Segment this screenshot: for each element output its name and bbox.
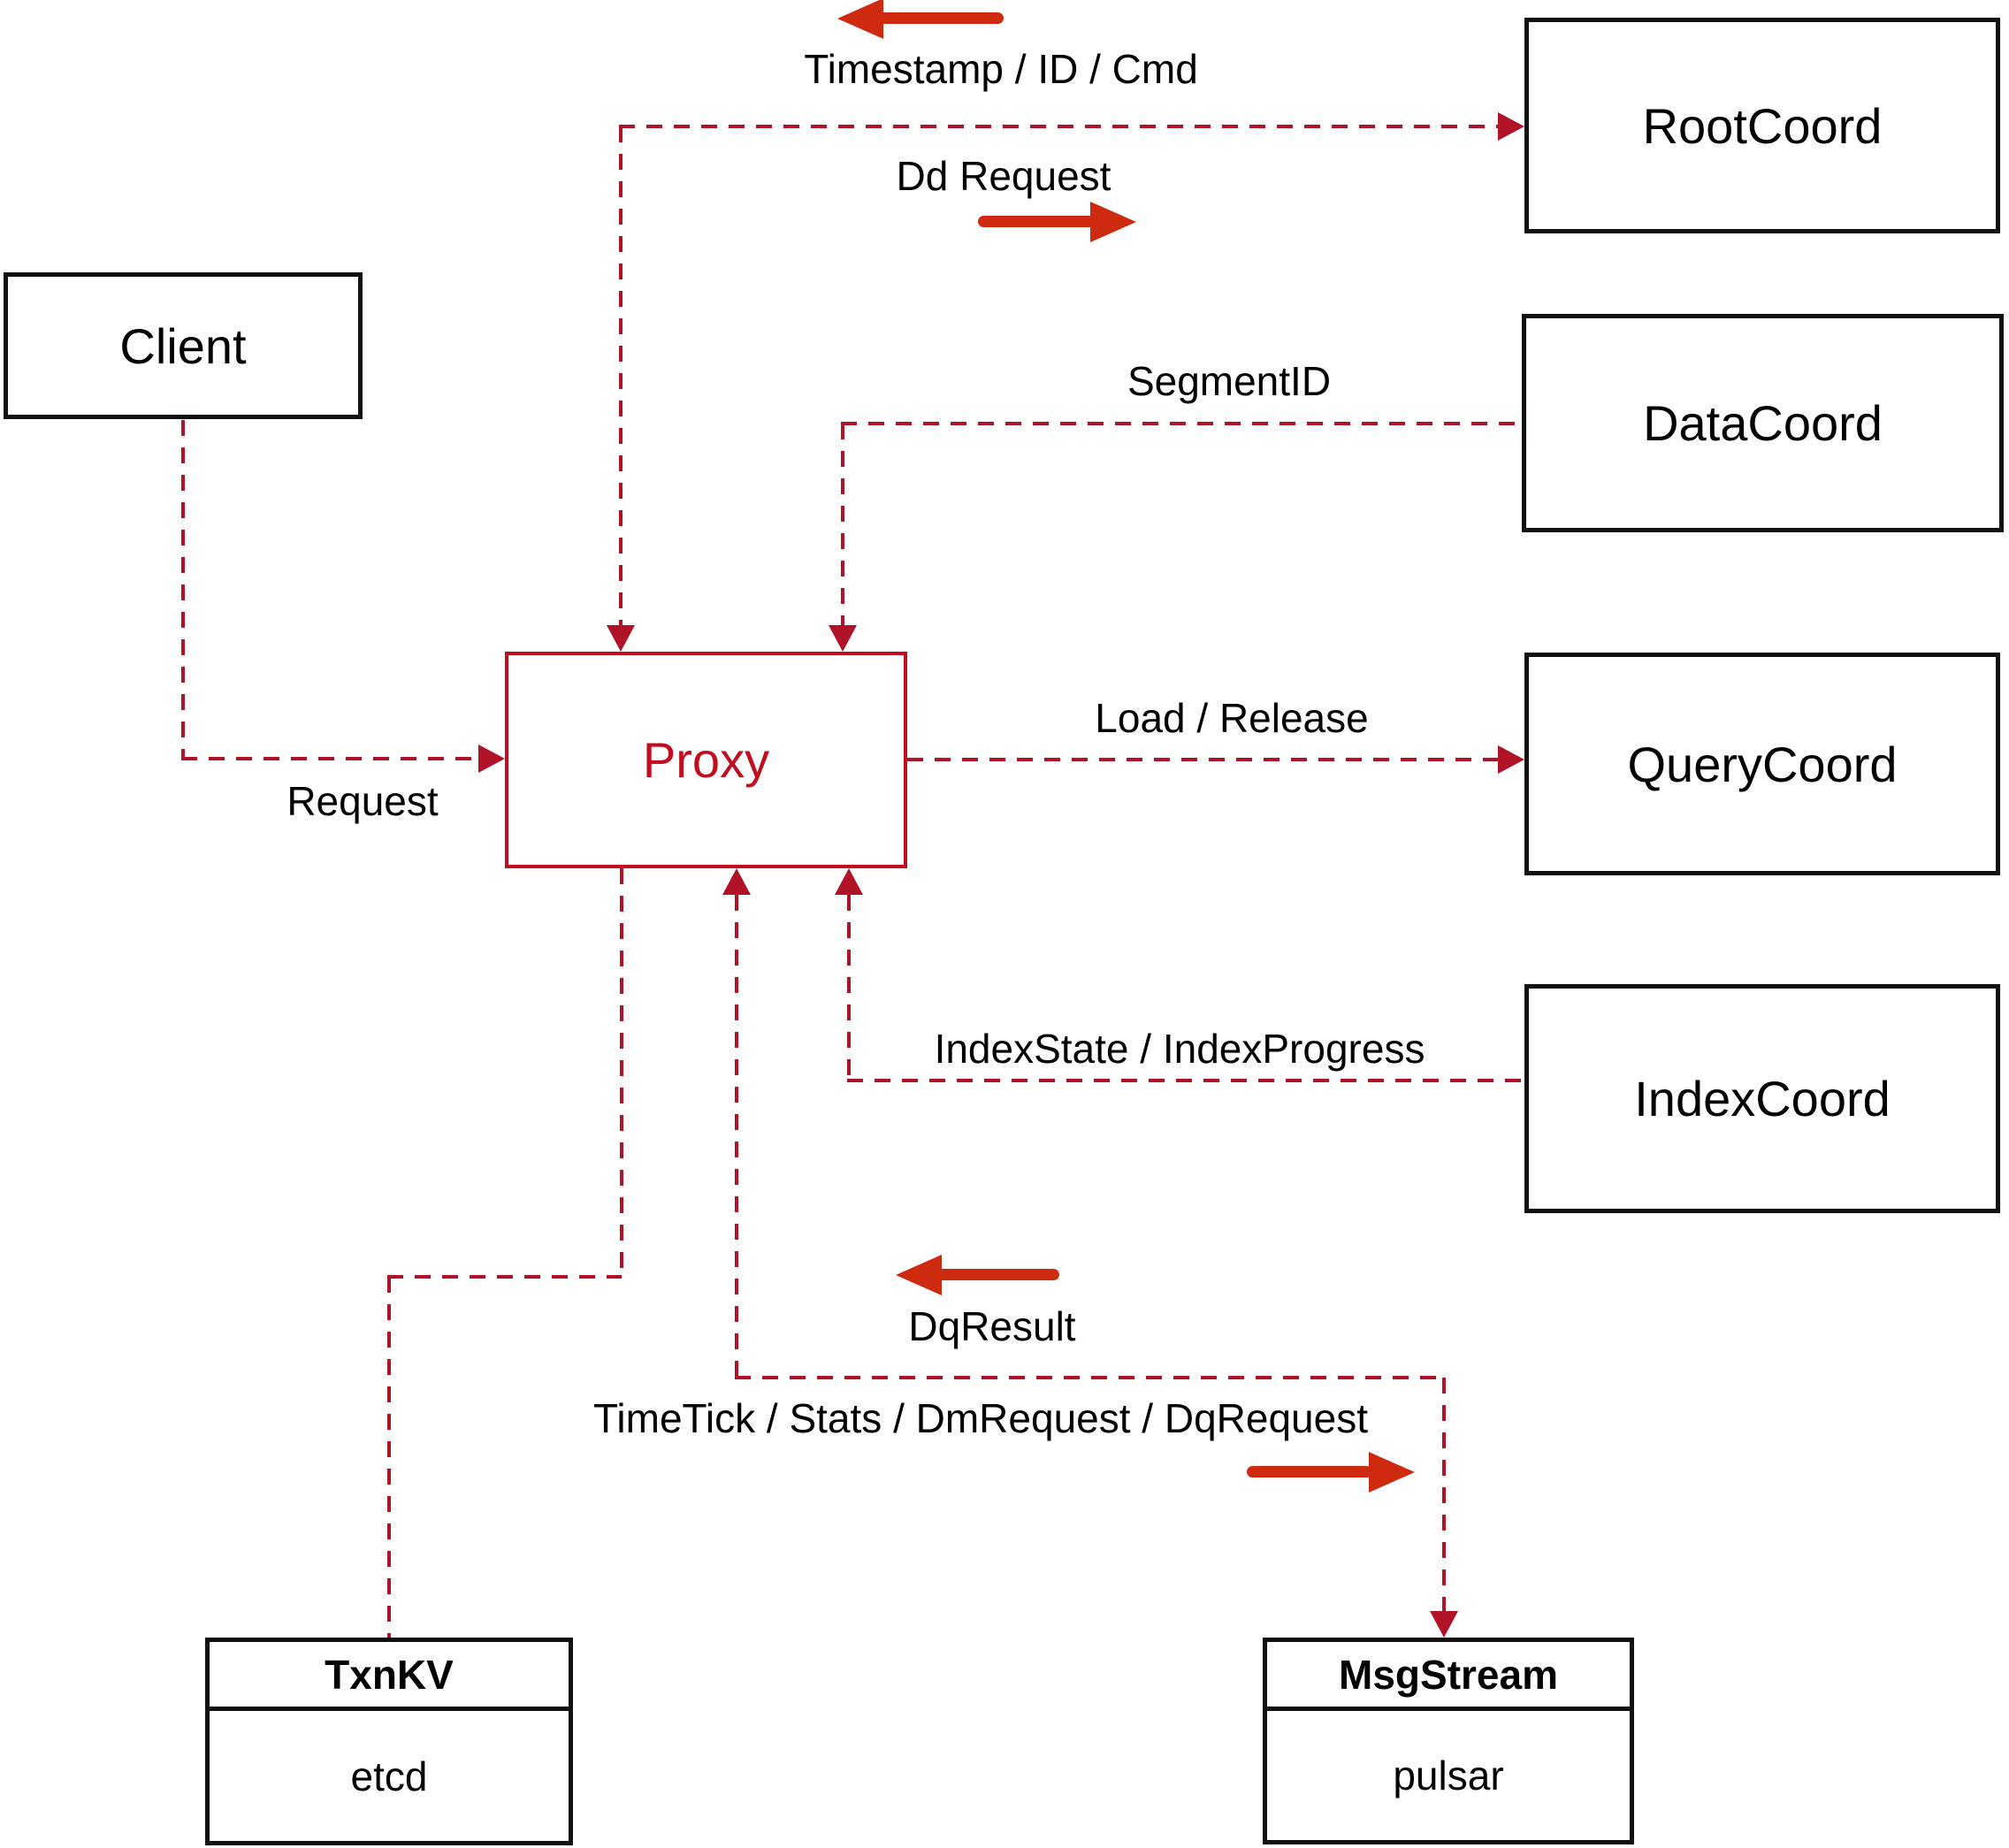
edge-datacoord-proxy-segment [841,422,1522,425]
arrowhead-into-msgstream-icon [1430,1611,1458,1638]
node-querycoord-label: QueryCoord [1627,736,1898,792]
arrowhead-into-proxy-icon [607,625,635,652]
arrow-shaft [1247,1466,1372,1478]
node-txnkv-title: TxnKV [210,1642,569,1711]
edge-proxy-rootcoord-segment [619,125,1498,128]
node-client-label: Client [119,317,247,374]
node-querycoord: QueryCoord [1524,653,2000,875]
arrowhead-into-querycoord-icon [1498,745,1524,774]
edge-label-timetick: TimeTick / Stats / DmRequest / DqRequest [593,1395,1368,1441]
node-indexcoord-label: IndexCoord [1634,1071,1891,1126]
arrow-shaft [878,12,1004,24]
node-msgstream: MsgStream pulsar [1263,1638,1634,1844]
arrow-shaft [978,216,1095,227]
arrow-left-icon [896,1255,942,1295]
edge-client-proxy-segment [181,420,185,760]
edge-proxy-rootcoord-segment [619,126,623,625]
edge-proxy-txnkv-segment [387,1277,391,1638]
arrowhead-into-proxy-icon [835,868,863,895]
edge-datacoord-proxy-segment [841,424,844,625]
arrow-shaft [936,1269,1059,1280]
edge-label-request: Request [286,778,439,824]
edge-proxy-txnkv-segment [387,1275,622,1279]
node-datacoord: DataCoord [1522,314,2004,532]
edge-proxy-msgstream-segment [735,1376,1446,1379]
edge-proxy-querycoord-segment [907,758,1498,761]
edge-proxy-msgstream-segment [1442,1378,1446,1611]
arrow-right-icon [1090,202,1136,242]
node-txnkv-subtitle: etcd [350,1753,428,1799]
node-proxy-label: Proxy [642,732,770,788]
node-datacoord-label: DataCoord [1643,395,1883,451]
arrow-left-icon [837,0,883,39]
edge-label-index-state: IndexState / IndexProgress [934,1026,1425,1072]
node-indexcoord: IndexCoord [1524,984,2000,1213]
edge-label-segment-id: SegmentID [1127,358,1332,404]
edge-label-load-release: Load / Release [1095,695,1369,741]
edge-label-timestamp-id-cmd: Timestamp / ID / Cmd [804,46,1198,92]
arrowhead-into-proxy-icon [478,745,505,773]
arrowhead-into-proxy-icon [829,625,857,652]
edge-proxy-txnkv-segment [620,868,623,1277]
node-rootcoord: RootCoord [1524,18,2000,233]
edge-label-dd-request: Dd Request [896,153,1111,199]
arrowhead-into-rootcoord-icon [1498,112,1524,141]
node-msgstream-subtitle: pulsar [1393,1753,1504,1798]
edge-indexcoord-proxy-segment [847,895,851,1079]
node-rootcoord-label: RootCoord [1642,97,1883,154]
edge-proxy-msgstream-segment [735,895,738,1378]
arrowhead-into-proxy-icon [722,868,751,895]
node-proxy: Proxy [505,652,907,868]
node-txnkv: TxnKV etcd [205,1638,573,1845]
edge-indexcoord-proxy-segment [847,1079,1524,1082]
node-client: Client [4,272,363,419]
edge-client-proxy-segment [181,757,478,760]
arrow-right-icon [1369,1452,1415,1493]
edge-label-dq-result: DqResult [908,1303,1076,1349]
node-msgstream-title: MsgStream [1267,1642,1630,1711]
